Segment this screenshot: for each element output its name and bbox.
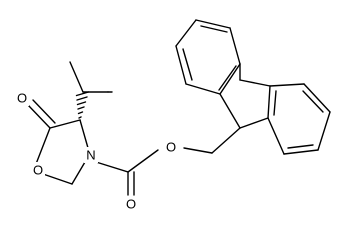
bond-c5-carbonyl-o-1 xyxy=(27,104,51,129)
atom-o-ester: O xyxy=(162,139,180,155)
bond-l-4 xyxy=(195,19,231,29)
bond-n3-carbamate-c xyxy=(95,161,129,173)
svg-text:N: N xyxy=(86,148,95,163)
atom-o-carbonyl-lactone: O xyxy=(15,90,29,106)
structure-canvas: O O N O O xyxy=(15,19,331,212)
svg-text:O: O xyxy=(33,163,43,178)
bond-l-1 xyxy=(185,83,221,95)
bond-c9-c9a xyxy=(219,93,241,129)
bond-c9-c8a xyxy=(239,117,269,129)
bond-r-1 xyxy=(269,83,305,87)
bond-c4a-c4b xyxy=(239,79,271,87)
bond-ester-o-ch2 xyxy=(183,147,213,154)
bond-l-2 xyxy=(175,45,187,85)
atom-o-ring: O xyxy=(31,162,45,178)
stereo-hashed-bond xyxy=(75,91,90,119)
bond-l-5 xyxy=(229,27,241,65)
bond-c5-carbonyl-o-2 xyxy=(32,99,56,124)
bond-n3-c4 xyxy=(79,119,89,149)
bond-iso-ch-me1 xyxy=(69,61,84,93)
bond-r-5 xyxy=(267,117,285,155)
bond-l-d1 xyxy=(182,48,193,81)
structure-diagram: O O N O O xyxy=(15,19,331,212)
atom-o-carbamate: O xyxy=(124,196,138,212)
bond-ch2-c9 xyxy=(211,127,241,154)
svg-text:O: O xyxy=(166,140,176,155)
bond-l-6 xyxy=(219,63,241,95)
bond-l-d3 xyxy=(218,65,237,91)
bond-l-d2 xyxy=(200,25,228,33)
bond-r-d1 xyxy=(302,90,324,113)
bond-c5-o1 xyxy=(35,127,51,165)
bond-carbamate-c-ester-o xyxy=(127,149,159,173)
bond-o1-c2 xyxy=(42,173,73,185)
bond-r-d2 xyxy=(287,144,314,149)
svg-text:O: O xyxy=(126,197,136,212)
bond-c4-c5 xyxy=(49,119,81,129)
atom-n-ring: N xyxy=(84,147,98,163)
bond-l-3 xyxy=(175,19,197,47)
bond-r-3 xyxy=(317,111,331,151)
bond-r-4 xyxy=(283,149,319,155)
bond-c2-n3 xyxy=(71,161,86,185)
svg-text:O: O xyxy=(17,91,27,106)
bond-r-6 xyxy=(267,85,271,119)
bond-r-d3 xyxy=(273,90,277,116)
bond-r-2 xyxy=(303,83,331,113)
